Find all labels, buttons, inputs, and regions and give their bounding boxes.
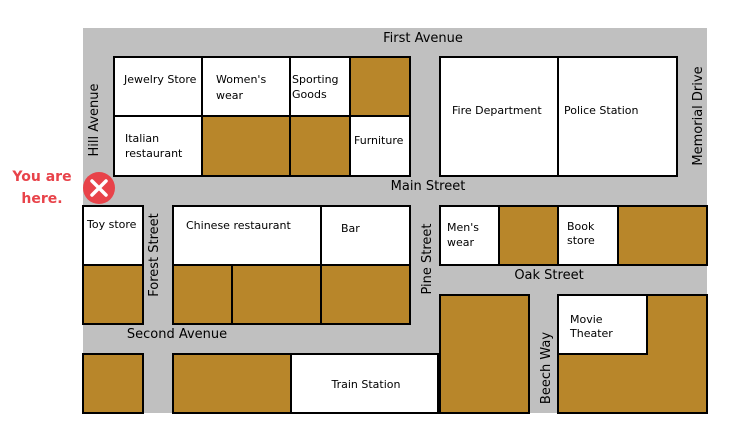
sporting-goods-label-line1: Sporting xyxy=(292,73,339,86)
womens-wear-label-line2: wear xyxy=(216,89,244,102)
empty-lot xyxy=(231,264,322,325)
womens-wear-label-line1: Women's xyxy=(216,73,266,86)
second-avenue-label: Second Avenue xyxy=(127,327,227,342)
sporting-goods-label-line2: Goods xyxy=(292,88,327,101)
mens-wear-label-line1: Men's xyxy=(447,221,479,234)
empty-lot xyxy=(498,205,559,266)
empty-lot xyxy=(172,264,233,325)
empty-lot xyxy=(320,264,411,325)
book-store-label-line1: Book xyxy=(567,220,595,233)
italian-restaurant-label-line2: restaurant xyxy=(125,147,183,160)
womens-wear-building xyxy=(201,56,291,117)
you-are-here-label-line2: here. xyxy=(21,191,62,207)
jewelry-store-label: Jewelry Store xyxy=(123,73,197,86)
empty-lot xyxy=(349,56,411,117)
toy-store-label: Toy store xyxy=(86,218,137,231)
x-circle-icon xyxy=(83,172,115,204)
police-station-building xyxy=(557,56,678,177)
jewelry-store-building xyxy=(113,56,203,117)
italian-restaurant-label-line1: Italian xyxy=(125,132,159,145)
movie-theater-label-line2: Theater xyxy=(569,327,613,340)
movie-theater-label-line1: Movie xyxy=(570,313,603,326)
toy-store-building xyxy=(82,205,144,266)
fire-department-building xyxy=(439,56,559,177)
empty-lot xyxy=(289,115,351,177)
empty-lot xyxy=(82,353,144,414)
mens-wear-label-line2: wear xyxy=(447,236,475,249)
chinese-restaurant-label: Chinese restaurant xyxy=(186,219,291,232)
main-street-label: Main Street xyxy=(391,179,466,194)
furniture-building xyxy=(349,115,411,177)
pine-street-label: Pine Street xyxy=(420,223,435,294)
empty-lot xyxy=(617,205,708,266)
train-station-building xyxy=(290,353,439,414)
mens-wear-building xyxy=(439,205,500,266)
beech-way-label: Beech Way xyxy=(539,332,554,404)
train-station-label: Train Station xyxy=(331,378,401,391)
empty-lot xyxy=(82,264,144,325)
empty-lot xyxy=(201,115,291,177)
oak-street-label: Oak Street xyxy=(514,268,583,283)
italian-restaurant-building xyxy=(113,115,203,177)
bar-label: Bar xyxy=(341,222,360,235)
empty-lot xyxy=(439,294,530,414)
first-avenue-label: First Avenue xyxy=(383,31,463,46)
book-store-label-line2: store xyxy=(567,234,595,247)
book-store-building xyxy=(557,205,619,266)
bar-building xyxy=(320,205,411,266)
fire-department-label: Fire Department xyxy=(452,104,542,117)
furniture-label: Furniture xyxy=(354,134,404,147)
chinese-restaurant-building xyxy=(172,205,322,266)
you-are-here-label-line1: You are xyxy=(11,169,71,185)
police-station-label: Police Station xyxy=(564,104,639,117)
sporting-goods-building xyxy=(289,56,351,117)
forest-street-label: Forest Street xyxy=(147,213,162,297)
movie-theater-building xyxy=(557,294,648,355)
empty-lot xyxy=(172,353,292,414)
hill-avenue-label: Hill Avenue xyxy=(87,83,102,156)
memorial-drive-label: Memorial Drive xyxy=(691,66,706,165)
